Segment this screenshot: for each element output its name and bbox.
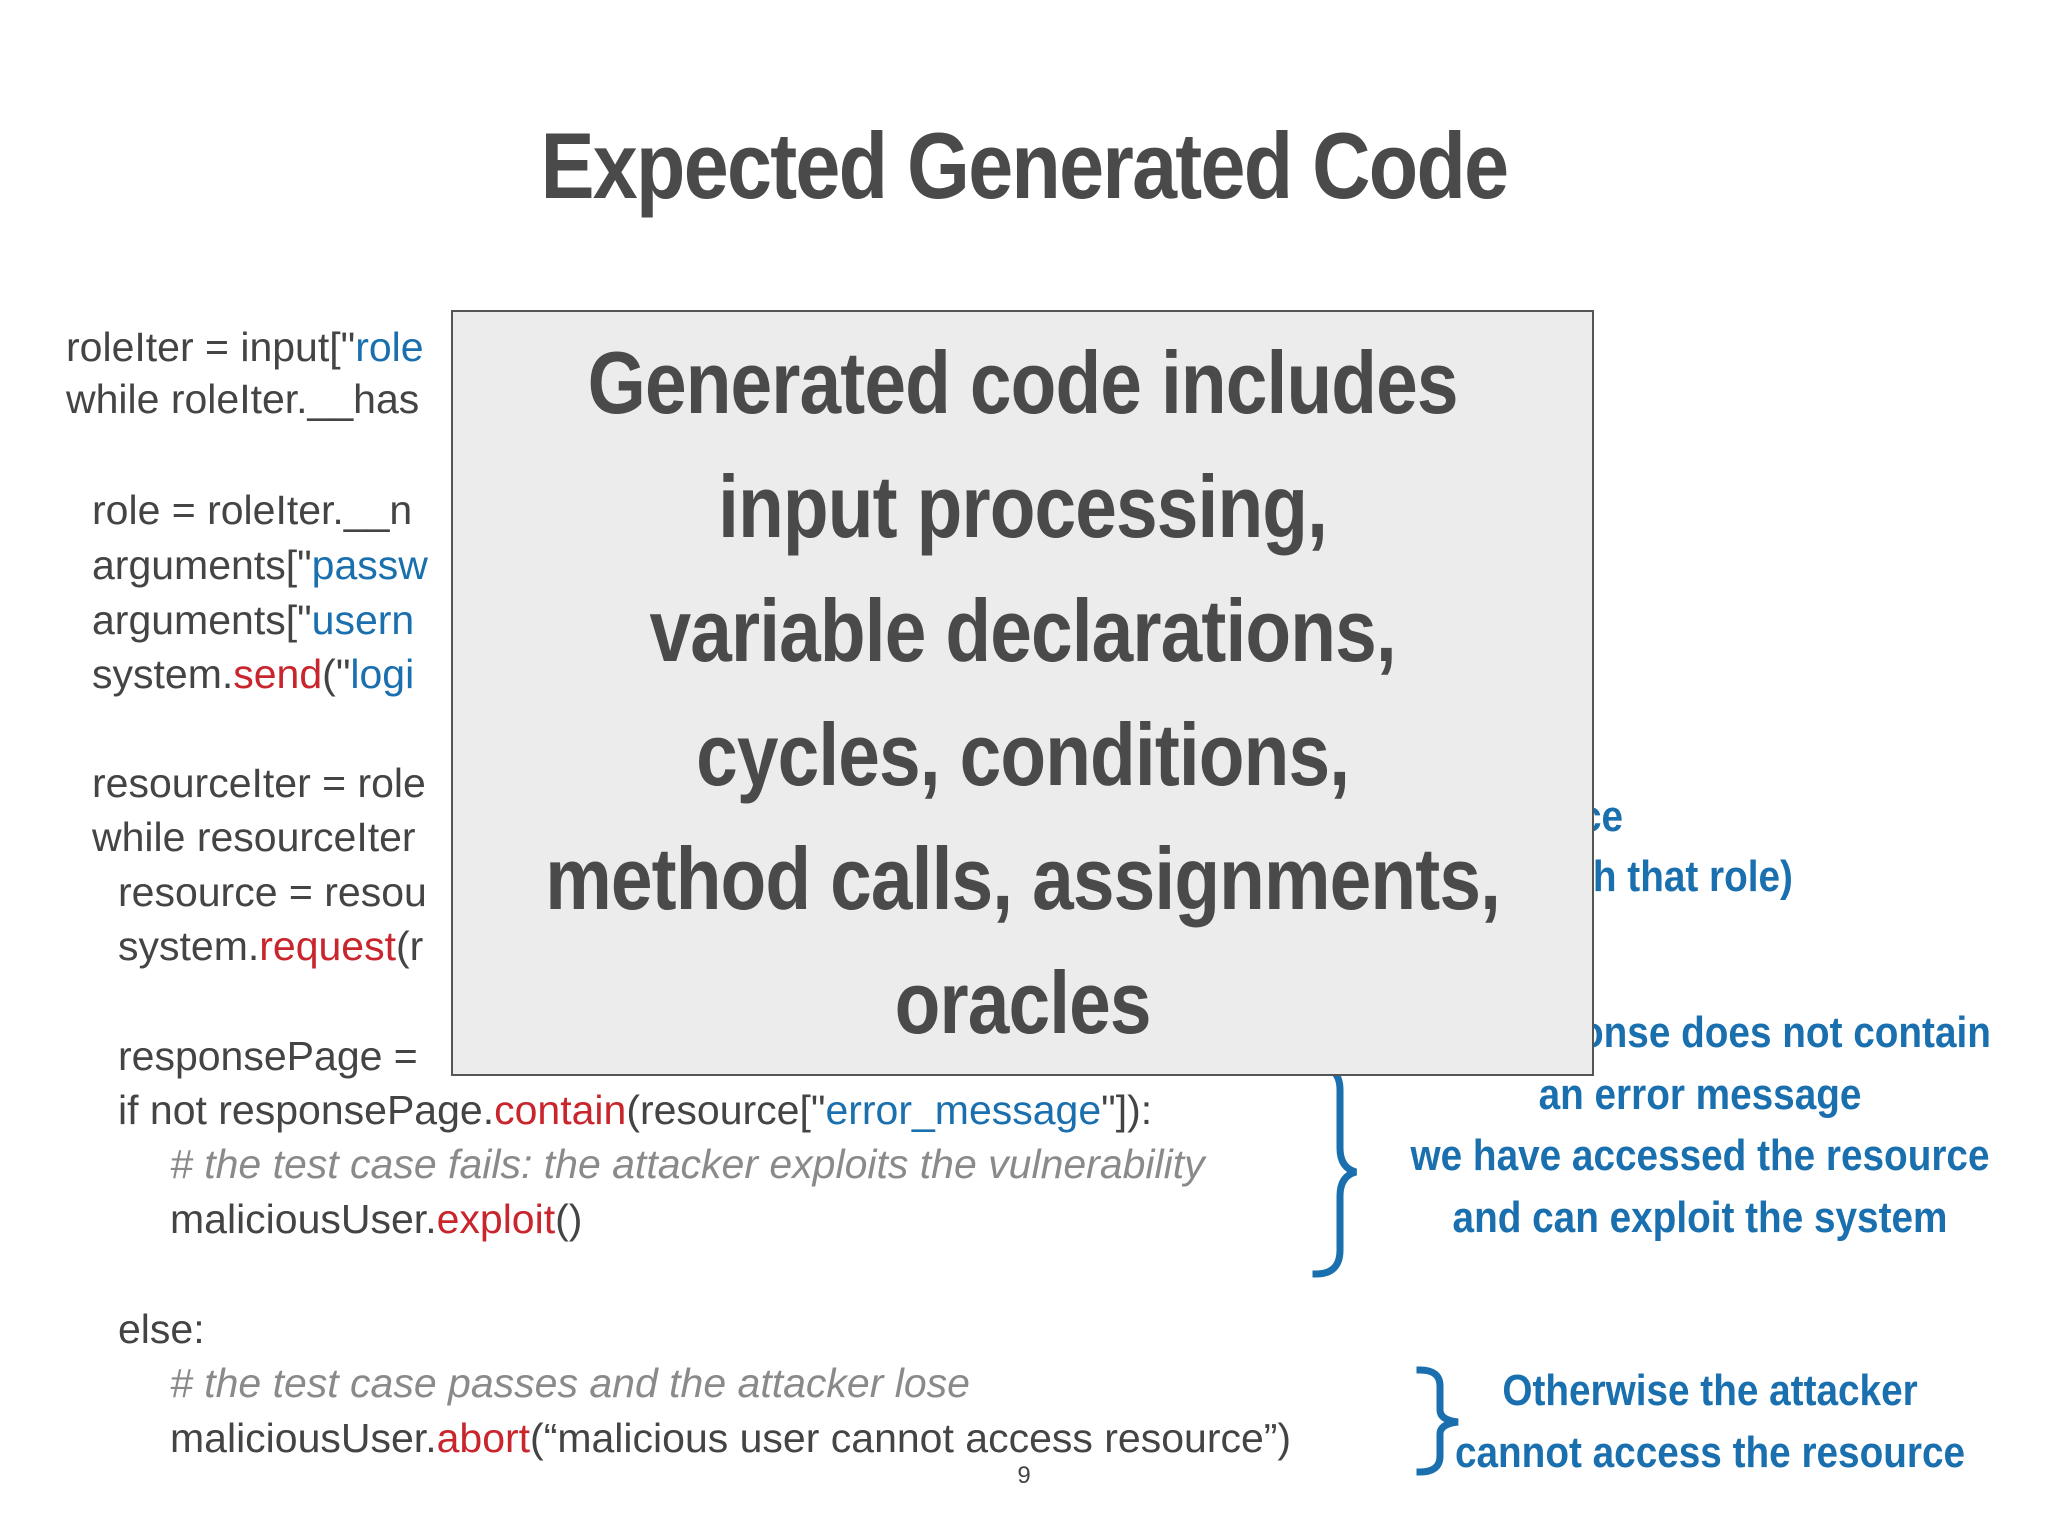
code-line-9: resource = resou: [118, 868, 427, 916]
code-string: logi: [350, 651, 415, 697]
code-line-2: while roleIter.__has: [66, 375, 419, 423]
curly-brace-icon: [1416, 1366, 1459, 1476]
code-text: role = roleIter.__n: [92, 487, 413, 533]
code-text: maliciousUser.: [170, 1415, 437, 1461]
annotation-2-line-1: onse does not contain: [1580, 1008, 1991, 1057]
code-string: role: [355, 324, 424, 370]
code-string: error_message: [825, 1087, 1102, 1133]
callout-line-2: input processing,: [718, 457, 1328, 556]
code-text: arguments[": [92, 542, 312, 588]
code-string: passw: [311, 542, 428, 588]
code-method: send: [233, 651, 323, 697]
code-text: (): [555, 1196, 583, 1242]
code-line-6: system.send("logi: [92, 650, 414, 698]
code-line-8: while resourceIter: [92, 813, 416, 861]
code-text: (": [322, 651, 351, 697]
callout-text: Generated code includes input processing…: [545, 321, 1501, 1065]
code-line-4: arguments["passw: [92, 541, 428, 589]
code-text: system.: [92, 651, 234, 697]
code-line-7: resourceIter = role: [92, 759, 426, 807]
code-text: system.: [118, 923, 260, 969]
code-method: contain: [494, 1087, 627, 1133]
code-method: abort: [436, 1415, 531, 1461]
page-number: 9: [1017, 1462, 1031, 1489]
code-text: while roleIter.__has: [66, 376, 420, 422]
slide-title: Expected Generated Code: [540, 113, 1509, 218]
code-method: request: [259, 923, 397, 969]
callout-line-3: variable declarations,: [649, 581, 1396, 680]
code-text: maliciousUser.: [170, 1196, 437, 1242]
code-line-12: if not responsePage.contain(resource["er…: [118, 1086, 1152, 1134]
code-text: while resourceIter: [92, 814, 416, 860]
annotation-1-line-2: th that role): [1580, 852, 1793, 901]
callout-line-1: Generated code includes: [587, 333, 1458, 432]
code-line-5: arguments["usern: [92, 596, 414, 644]
code-text: (resource[": [626, 1087, 826, 1133]
annotation-3-line-1: Otherwise the attacker: [1502, 1366, 1918, 1415]
callout-box: Generated code includes input processing…: [451, 310, 1594, 1076]
code-string: usern: [311, 597, 415, 643]
code-line-11: responsePage =: [118, 1032, 429, 1080]
annotation-2-line-4: and can exploit the system: [1452, 1193, 1948, 1242]
curly-brace-icon: [1312, 1062, 1358, 1278]
code-text: resource = resou: [118, 869, 427, 915]
code-text: resourceIter = role: [92, 760, 426, 806]
callout-line-4: cycles, conditions,: [695, 705, 1350, 804]
code-line-10: system.request(r: [118, 922, 423, 970]
code-line-1: roleIter = input["role: [66, 323, 424, 371]
code-text: "]):: [1101, 1087, 1153, 1133]
annotation-3-line-2: cannot access the resource: [1454, 1428, 1966, 1477]
code-text: if not responsePage.: [118, 1087, 495, 1133]
code-text: (r: [396, 923, 424, 969]
code-text: (“malicious user cannot access resource”…: [530, 1415, 1292, 1461]
code-line-14: maliciousUser.exploit(): [170, 1195, 582, 1243]
annotation-2-line-2: an error message: [1538, 1070, 1862, 1119]
code-text: roleIter = input[": [66, 324, 356, 370]
code-line-15: else:: [118, 1306, 205, 1352]
code-text: responsePage =: [118, 1033, 430, 1079]
code-line-3: role = roleIter.__n: [92, 486, 412, 534]
code-comment-passes: # the test case passes and the attacker …: [170, 1360, 970, 1406]
code-text: arguments[": [92, 597, 312, 643]
annotation-2-line-3: we have accessed the resource: [1410, 1131, 1990, 1180]
code-comment-fails: # the test case fails: the attacker expl…: [170, 1141, 1205, 1187]
code-line-17: maliciousUser.abort(“malicious user cann…: [170, 1414, 1291, 1462]
code-method: exploit: [436, 1196, 556, 1242]
callout-line-6: oracles: [894, 953, 1151, 1052]
callout-line-5: method calls, assignments,: [545, 829, 1501, 928]
